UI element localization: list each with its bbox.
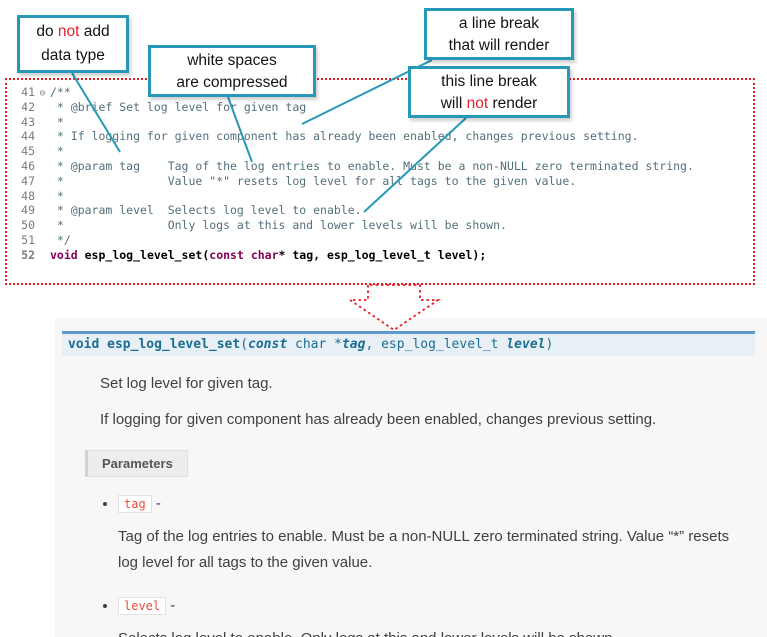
- sig-paren: (: [240, 337, 249, 352]
- code-text: /**: [50, 85, 71, 99]
- callout-line: do not add: [26, 20, 120, 44]
- code-text: * @brief Set log level for given tag: [50, 99, 307, 114]
- parameter-item: level - Selects log level to enable. Onl…: [118, 597, 767, 637]
- code-line: 50 * Only logs at this and lower levels …: [13, 218, 753, 233]
- sig-paren: ): [545, 337, 554, 352]
- code-editor: 41 ⊖ /** 42 * @brief Set log level for giv…: [5, 78, 755, 285]
- code-line: 46 * @param tag Tag of the log entries t…: [13, 159, 753, 174]
- code-text: *: [50, 114, 64, 129]
- sig-keyword: void: [68, 337, 100, 352]
- code-text: *: [50, 144, 64, 159]
- code-text: void esp_log_level_set(const char* tag, …: [50, 248, 486, 262]
- code-text: * @param level Selects log level to enab…: [50, 203, 362, 218]
- line-number: 48: [21, 188, 35, 203]
- param-dash: -: [166, 597, 176, 614]
- sig-param-name: tag: [341, 337, 366, 352]
- code-line: 45 *: [13, 144, 753, 159]
- line-number: 49: [21, 203, 35, 218]
- function-signature: void esp_log_level_set(const char *tag, …: [62, 331, 755, 356]
- callout-no-datatype: do not add data type: [17, 15, 129, 73]
- line-number: 52: [21, 247, 35, 262]
- sig-keyword: const: [248, 337, 288, 352]
- code-text: */: [50, 232, 71, 247]
- param-head: tag -: [118, 495, 767, 517]
- code-line: 48 *: [13, 189, 753, 204]
- callout-text: will: [440, 95, 467, 112]
- code-text: *: [50, 188, 64, 203]
- code-line: 51 */: [13, 233, 753, 248]
- param-name-chip: tag: [118, 495, 152, 513]
- param-dash: -: [151, 495, 161, 512]
- code-text: * Value "*" resets log level for all tag…: [50, 173, 577, 188]
- callout-text: add: [79, 23, 110, 40]
- sig-type: esp_log_level_t: [381, 337, 507, 352]
- callout-whitespace-compressed: white spaces are compressed: [148, 45, 316, 97]
- fold-icon: ⊖: [39, 88, 46, 99]
- callout-line: will not render: [417, 93, 561, 115]
- code-text: * Only logs at this and lower levels wil…: [50, 218, 507, 233]
- sig-separator: ,: [365, 337, 382, 352]
- line-number: 50: [21, 218, 35, 233]
- parameters-label: Parameters: [85, 450, 188, 477]
- line-number: 41: [21, 85, 35, 99]
- line-number: 46: [21, 158, 35, 173]
- callout-linebreak-renders: a line break that will render: [424, 8, 574, 60]
- code-line: 42 * @brief Set log level for given tag: [13, 100, 753, 115]
- parameter-list: tag - Tag of the log entries to enable. …: [118, 495, 767, 637]
- line-number: 45: [21, 144, 35, 159]
- callout-text: render: [488, 95, 538, 112]
- param-head: level -: [118, 597, 767, 619]
- param-description: Selects log level to enable. Only logs a…: [118, 626, 730, 637]
- callout-linebreak-not-render: this line break will not render: [408, 66, 570, 118]
- sig-param-name: level: [506, 337, 546, 352]
- function-name: esp_log_level_set(: [77, 247, 210, 262]
- keyword: void: [50, 247, 78, 262]
- rendered-doc: void esp_log_level_set(const char *tag, …: [55, 318, 767, 637]
- code-text: * tag, esp_log_level_t level);: [278, 247, 487, 262]
- line-number: 43: [21, 114, 35, 129]
- callout-text: do: [36, 23, 58, 40]
- keyword: const: [209, 247, 244, 262]
- sig-type: char *: [287, 337, 342, 352]
- line-number: 47: [21, 173, 35, 188]
- callout-line: data type: [41, 47, 105, 64]
- callout-emphasis: not: [466, 95, 489, 112]
- code-text: * If logging for given component has alr…: [50, 129, 639, 144]
- line-number: 42: [21, 99, 35, 114]
- code-text: [244, 248, 251, 262]
- callout-line: are compressed: [176, 74, 288, 91]
- line-number: 51: [21, 232, 35, 247]
- code-line: 41 ⊖ /**: [13, 85, 753, 100]
- callout-line: white spaces: [187, 52, 277, 69]
- callout-line: a line break: [458, 15, 540, 32]
- code-line-declaration: 52 void esp_log_level_set(const char* tag…: [13, 248, 753, 263]
- sig-function-name: esp_log_level_set: [99, 337, 241, 352]
- code-text: * @param tag Tag of the log entries to e…: [50, 158, 694, 173]
- doc-paragraph-brief: Set log level for given tag.: [100, 375, 273, 392]
- callout-line: that will render: [448, 37, 550, 54]
- callout-line: this line break: [441, 73, 537, 90]
- param-name-chip: level: [118, 597, 167, 615]
- code-line: 44 * If logging for given component has …: [13, 129, 753, 144]
- parameter-item: tag - Tag of the log entries to enable. …: [118, 495, 767, 575]
- code-line: 47 * Value "*" resets log level for all …: [13, 174, 753, 189]
- param-description: Tag of the log entries to enable. Must b…: [118, 528, 730, 571]
- code-line: 49 * @param level Selects log level to e…: [13, 203, 753, 218]
- code-line: 43 *: [13, 115, 753, 130]
- line-number: 44: [21, 129, 35, 144]
- callout-emphasis: not: [57, 23, 80, 40]
- keyword: char: [250, 247, 279, 262]
- doc-paragraph-detail: If logging for given component has alrea…: [100, 411, 657, 428]
